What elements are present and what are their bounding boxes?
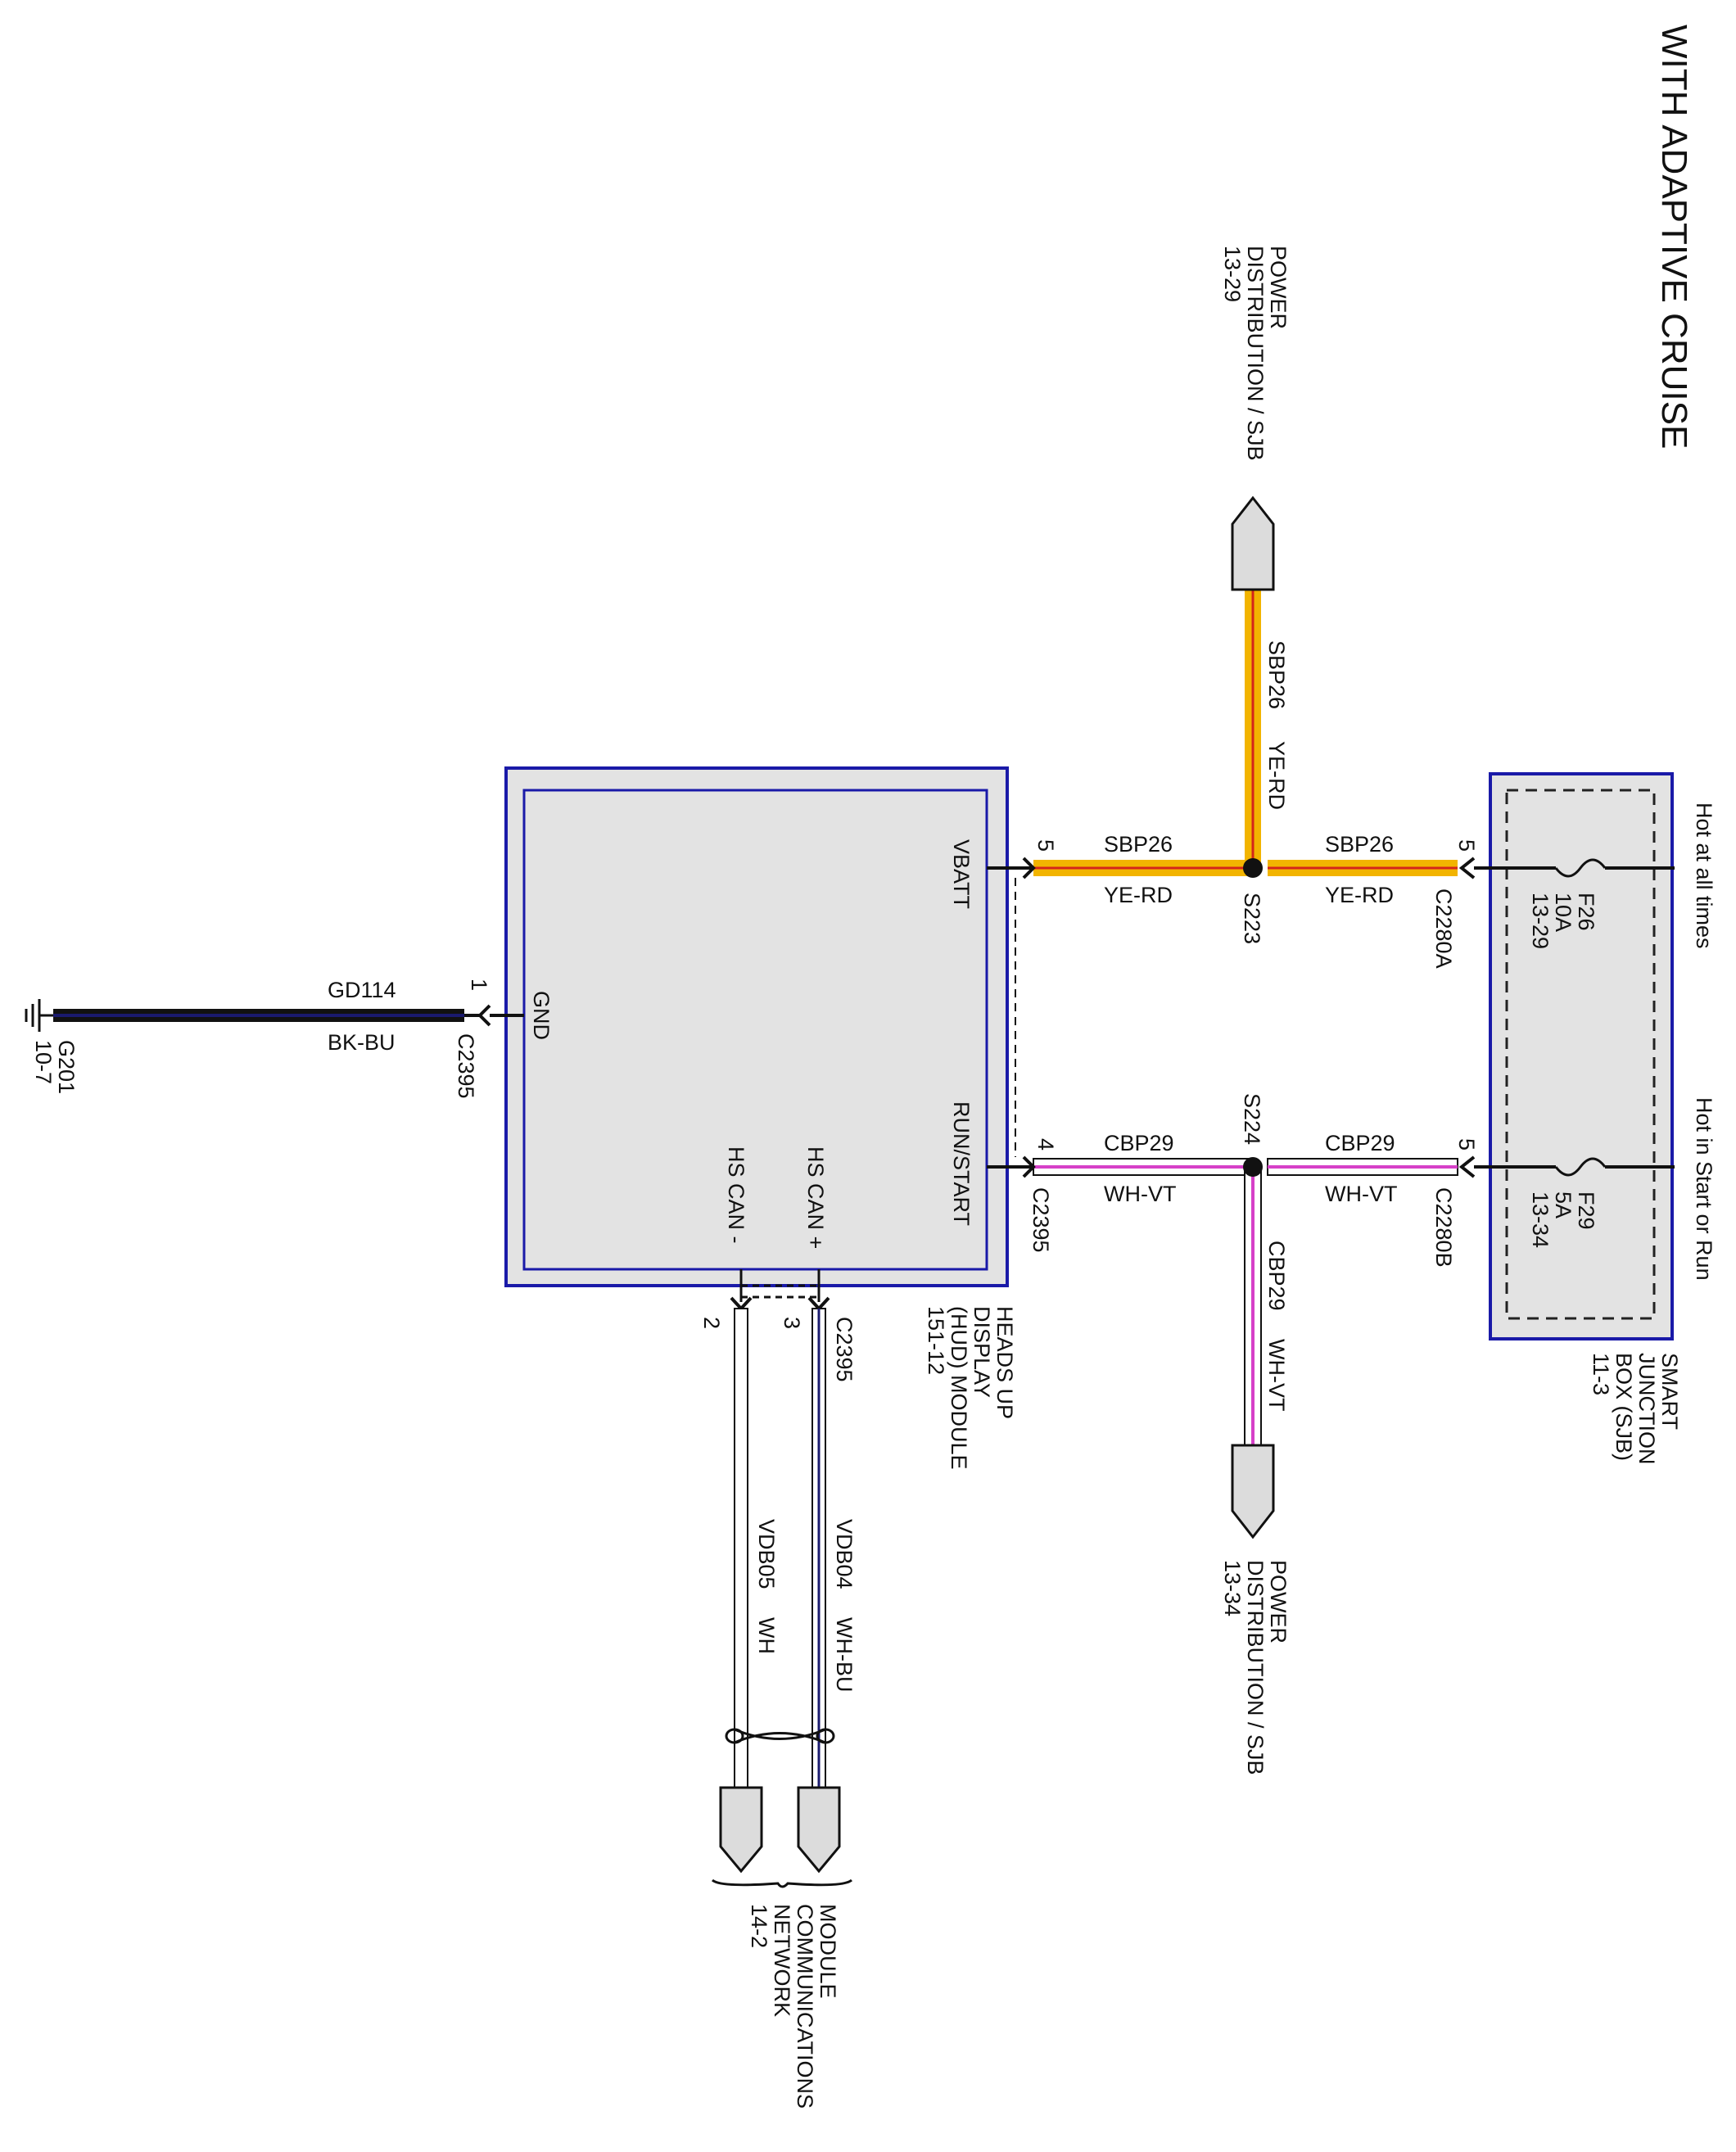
sjb-name: SMARTJUNCTIONBOX (SJB)11-3: [1589, 1353, 1682, 1465]
svg-text:F295A13-34: F295A13-34: [1528, 1191, 1598, 1248]
svg-text:SMARTJUNCTIONBOX (SJB)11-3: SMARTJUNCTIONBOX (SJB)11-3: [1589, 1353, 1682, 1465]
hud-pin-can-plus: HS CAN +: [803, 1146, 828, 1249]
hud-pin-run-start: RUN/START: [949, 1101, 974, 1226]
svg-text:F2610A13-29: F2610A13-29: [1528, 893, 1598, 949]
sbp26-color-vertical: YE-RD: [1264, 741, 1289, 810]
power-dist-bottom-connector-icon: [1231, 1444, 1275, 1539]
smart-junction-box: [1489, 772, 1674, 1340]
fuse-f29-icon: [1554, 1157, 1607, 1177]
cbp29-circuit-right: CBP29: [1325, 1131, 1395, 1155]
hud-pin-number-gnd: 1: [467, 979, 491, 991]
power-dist-bottom-label: POWERDISTRIBUTION / SJB13-34: [1220, 1560, 1291, 1775]
connector-c2280a-icon: [1458, 857, 1476, 879]
can-minus-pin-number: 2: [699, 1317, 724, 1329]
gd114-color-label: BK-BU: [328, 1030, 396, 1055]
hud-pin-number-run: 4: [1033, 1138, 1058, 1151]
connector-c2280b-label: C2280B: [1431, 1187, 1456, 1268]
vdb05-circuit-label: VDB05: [754, 1519, 779, 1589]
twisted-pair-icon: [725, 1728, 835, 1744]
network-brace: [711, 1878, 853, 1888]
can-plus-pin-number: 3: [780, 1317, 804, 1329]
hud-pin-gnd: GND: [529, 991, 554, 1040]
can-connector-bracket: [739, 1284, 821, 1299]
vdb04-color-label: WH-BU: [832, 1617, 857, 1692]
wire-vdb05: [734, 1308, 748, 1788]
diagram-title: WITH ADAPTIVE CRUISE: [1654, 25, 1694, 449]
sjb-pin-a: 5: [1454, 839, 1479, 852]
cbp29-circuit-vertical: CBP29: [1264, 1241, 1289, 1311]
svg-text:POWERDISTRIBUTION / SJB13-29: POWERDISTRIBUTION / SJB13-29: [1220, 246, 1291, 461]
sjb-hot-always-label: Hot at all times: [1692, 802, 1716, 949]
wire-gd114: [53, 1009, 464, 1022]
module-comm-label: MODULECOMMUNICATIONSNETWORK14-2: [747, 1904, 840, 2109]
sbp26-color-left: YE-RD: [1104, 883, 1173, 907]
ground-icon: [25, 999, 53, 1032]
hud-connector-c2395-right: C2395: [1028, 1187, 1053, 1253]
hud-pin-number-vbatt: 5: [1033, 839, 1058, 852]
hud-connector-vbatt-icon: [1022, 857, 1036, 879]
svg-text:POWERDISTRIBUTION / SJB13-34: POWERDISTRIBUTION / SJB13-34: [1220, 1560, 1291, 1775]
vdb05-color-label: WH: [754, 1617, 779, 1654]
fuse-f26-icon: [1554, 858, 1607, 878]
svg-text:Hot in Start or Run: Hot in Start or Run: [1692, 1097, 1716, 1281]
hud-pin-vbatt: VBATT: [949, 839, 974, 909]
svg-text:HEADS UPDISPLAY(HUD) MODULE151: HEADS UPDISPLAY(HUD) MODULE151-12: [924, 1306, 1017, 1470]
sbp26-circuit-left: SBP26: [1104, 832, 1173, 857]
svg-text:Hot at all times: Hot at all times: [1692, 802, 1716, 949]
svg-text:G20110-7: G20110-7: [31, 1040, 79, 1094]
connector-c2280b-icon: [1458, 1155, 1476, 1178]
ground-label: G20110-7: [31, 1040, 79, 1094]
svg-text:MODULECOMMUNICATIONSNETWORK14-: MODULECOMMUNICATIONSNETWORK14-2: [747, 1904, 840, 2109]
power-dist-top-label: POWERDISTRIBUTION / SJB13-29: [1220, 246, 1291, 461]
cbp29-circuit-left: CBP29: [1104, 1131, 1174, 1155]
cbp29-color-vertical: WH-VT: [1264, 1339, 1289, 1411]
sbp26-color-right: YE-RD: [1325, 883, 1394, 907]
power-dist-top-connector-icon: [1231, 495, 1275, 591]
fuse-f29-label: F295A13-34: [1528, 1191, 1598, 1248]
can-connector-c2395-label: C2395: [832, 1317, 857, 1382]
svg-text:WITH ADAPTIVE CRUISE: WITH ADAPTIVE CRUISE: [1654, 25, 1694, 449]
fuse-f26-label: F2610A13-29: [1528, 893, 1598, 949]
cbp29-color-right: WH-VT: [1325, 1182, 1397, 1206]
can-plus-network-connector-icon: [797, 1786, 841, 1874]
wire-sbp26: [1033, 590, 1458, 876]
splice-s224: [1243, 1157, 1263, 1177]
hud-module: [504, 766, 1009, 1287]
gd114-circuit-label: GD114: [328, 978, 396, 1002]
splice-s223-label: S223: [1240, 893, 1264, 944]
hud-connector-run-icon: [1022, 1155, 1036, 1178]
can-minus-network-connector-icon: [719, 1786, 763, 1874]
vdb04-circuit-label: VDB04: [832, 1519, 857, 1589]
splice-s223: [1243, 858, 1263, 878]
splice-s224-label: S224: [1240, 1093, 1264, 1145]
hud-connector-c2395-gnd: C2395: [454, 1033, 478, 1099]
hud-module-name: HEADS UPDISPLAY(HUD) MODULE151-12: [924, 1306, 1017, 1470]
connector-c2280a-label: C2280A: [1431, 888, 1456, 969]
sbp26-circuit-right: SBP26: [1325, 832, 1394, 857]
hud-connector-gnd-icon: [477, 1004, 491, 1027]
hud-pin-can-minus: HS CAN -: [724, 1146, 748, 1244]
sjb-pin-b: 5: [1454, 1138, 1479, 1151]
sbp26-circuit-vertical: SBP26: [1264, 640, 1289, 709]
sjb-outline: [1489, 772, 1674, 1340]
sjb-hot-run-label: Hot in Start or Run: [1692, 1097, 1716, 1281]
wire-vdb04: [811, 1308, 826, 1788]
cbp29-color-left: WH-VT: [1104, 1182, 1176, 1206]
